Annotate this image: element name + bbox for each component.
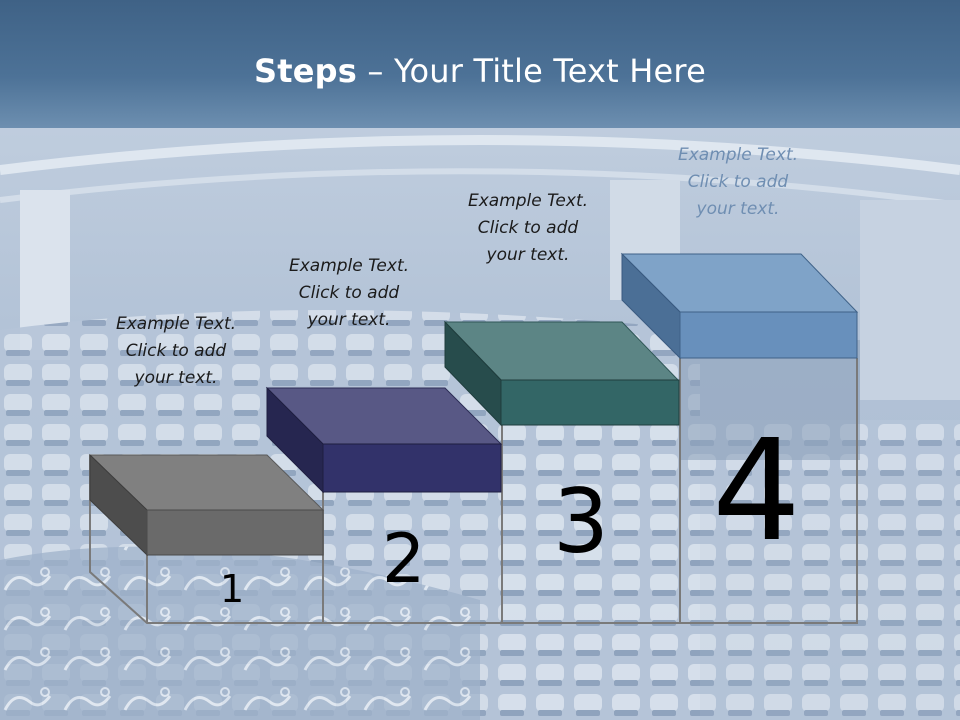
step-caption-3[interactable]: Example Text. Click to add your text. — [467, 191, 589, 265]
step-number-4: 4 — [712, 410, 802, 573]
step-block-1[interactable] — [88, 453, 325, 557]
step-block-3[interactable] — [443, 320, 680, 427]
slide-title[interactable]: Steps – Your Title Text Here — [0, 52, 960, 90]
step-caption-2[interactable]: Example Text. Click to add your text. — [288, 256, 410, 330]
steps-wireframe — [89, 358, 858, 624]
step-block-4[interactable] — [620, 252, 859, 360]
step-number-1: 1 — [220, 567, 245, 611]
step-block-2[interactable] — [265, 386, 503, 494]
step-caption-4[interactable]: Example Text. Click to add your text. — [677, 145, 799, 219]
title-rest-text: – Your Title Text Here — [357, 52, 706, 90]
step-number-2: 2 — [382, 520, 426, 599]
title-bar — [0, 0, 960, 128]
step-number-3: 3 — [553, 470, 609, 573]
step-caption-1[interactable]: Example Text. Click to add your text. — [115, 314, 237, 388]
title-bold-text: Steps — [254, 52, 358, 90]
